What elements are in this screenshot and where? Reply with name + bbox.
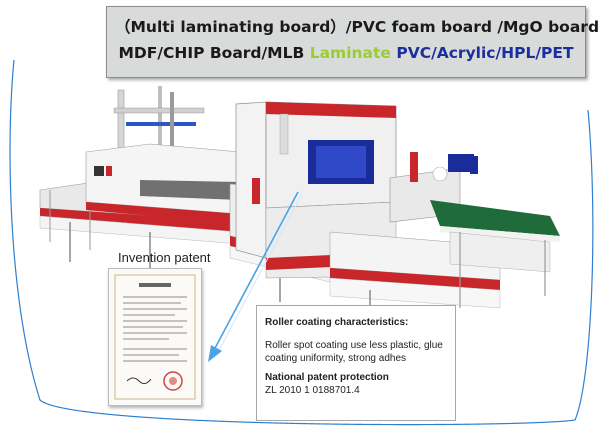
title-banner: （Multi laminating board）/PVC foam board …	[106, 6, 600, 78]
patent-certificate-image	[108, 268, 202, 406]
banner-line-2: MDF/CHIP Board/MLB Laminate PVC/Acrylic/…	[115, 39, 577, 67]
invention-patent-title: Invention patent	[118, 250, 211, 265]
callout-patent-number: ZL 2010 1 0188701.4	[265, 385, 360, 396]
callout-heading-characteristics: Roller coating characteristics:	[265, 317, 409, 328]
certificate-document-icon	[114, 274, 196, 400]
banner-line-1: （Multi laminating board）/PVC foam board …	[115, 18, 600, 36]
banner-laminate-keyword: Laminate	[309, 44, 391, 62]
callout-body-text: Roller spot coating use less plastic, gl…	[265, 340, 443, 364]
callout-heading-patent: National patent protection	[265, 372, 389, 383]
banner-materials-text: MDF/CHIP Board/MLB	[118, 44, 305, 62]
banner-surface-materials: PVC/Acrylic/HPL/PET	[396, 44, 574, 62]
roller-coating-callout: Roller coating characteristics: Roller s…	[256, 305, 456, 421]
